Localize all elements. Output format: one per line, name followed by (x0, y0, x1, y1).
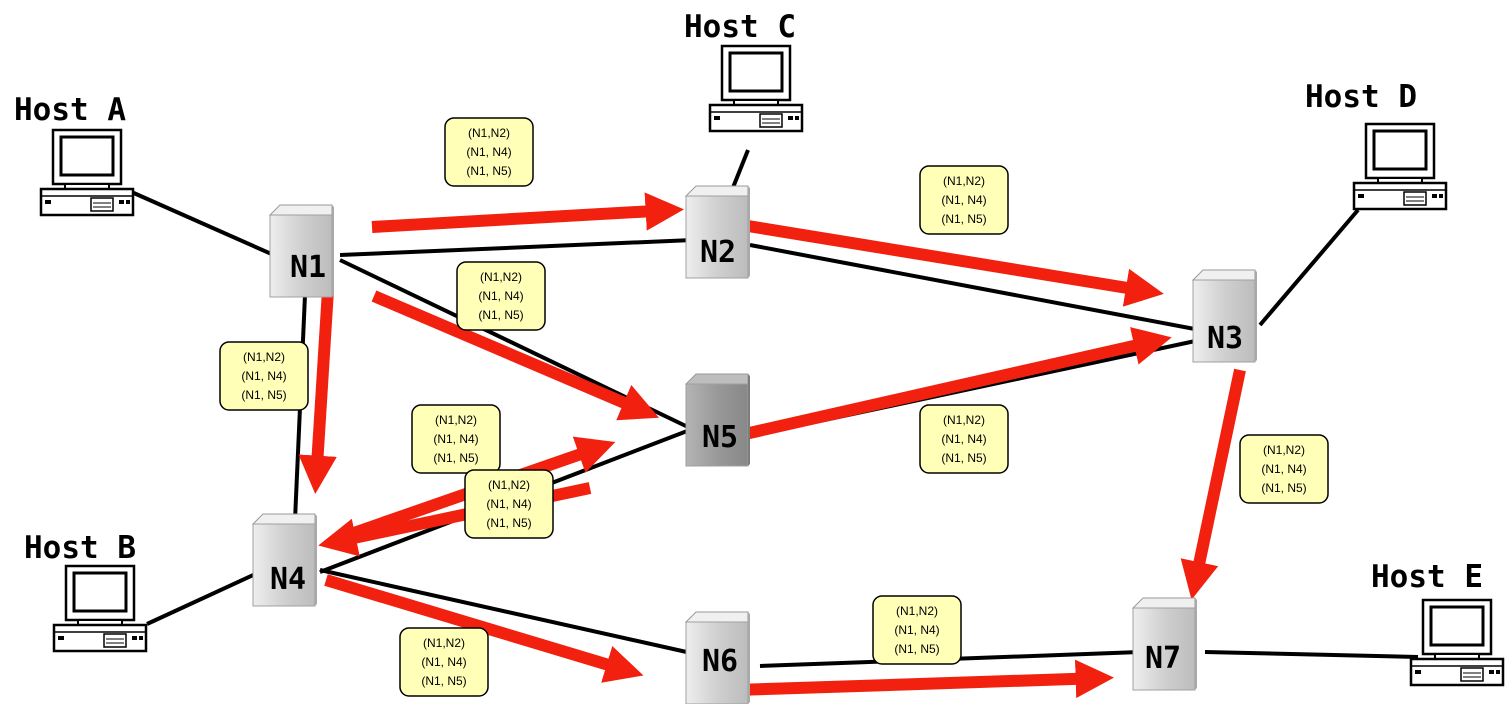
hosts: Host A Host B Host C Host D Host E (14, 9, 1505, 687)
router-label: N5 (702, 420, 738, 455)
link-n4-n6 (319, 568, 701, 657)
flow-arrow-n6-n7 (735, 659, 1114, 699)
routing-entry: (N1, N4) (941, 193, 986, 207)
router-n5: N5 (684, 373, 750, 467)
routing-entry: (N1, N4) (466, 145, 511, 159)
router-n6: N6 (684, 611, 750, 704)
desktop-computer-icon (39, 128, 135, 217)
router-n7: N7 (1131, 597, 1197, 691)
router-n1: N1 (268, 204, 334, 298)
routing-table: (N1,N2) (N1, N4) (N1, N5) (456, 261, 546, 331)
host-d: Host D (1305, 79, 1448, 211)
routing-entry: (N1, N4) (1261, 462, 1306, 476)
routing-entry: (N1, N4) (421, 655, 466, 669)
routing-entry: (N1,N2) (943, 174, 985, 188)
link-n7-hostE (1204, 650, 1419, 659)
router-label: N1 (290, 250, 326, 285)
router-n4: N4 (251, 513, 317, 607)
routing-table: (N1,N2) (N1, N4) (N1, N5) (919, 404, 1009, 474)
link-hostD-n3 (1258, 208, 1360, 327)
routing-entry: (N1, N5) (486, 516, 531, 530)
routing-entry: (N1, N4) (941, 432, 986, 446)
routing-entry: (N1, N5) (478, 308, 523, 322)
host-e: Host E (1371, 559, 1505, 687)
host-label: Host D (1305, 79, 1417, 115)
host-label: Host B (24, 530, 136, 566)
routing-entry: (N1, N5) (894, 642, 939, 656)
flow-arrow-n4-n6 (324, 574, 644, 683)
link-hostA-n1 (126, 188, 286, 262)
routing-entry: (N1, N4) (478, 289, 523, 303)
routing-entry: (N1, N4) (433, 432, 478, 446)
host-a: Host A (14, 92, 135, 217)
routing-table: (N1,N2) (N1, N4) (N1, N5) (411, 404, 501, 474)
routing-entry: (N1,N2) (243, 350, 285, 364)
router-label: N6 (702, 644, 738, 679)
routing-table: (N1,N2) (N1, N4) (N1, N5) (219, 341, 309, 411)
routing-entry: (N1, N5) (941, 212, 986, 226)
routing-entry: (N1,N2) (435, 413, 477, 427)
routing-entry: (N1,N2) (423, 636, 465, 650)
link-n1-n2 (339, 238, 694, 257)
router-label: N3 (1207, 321, 1243, 356)
flow-arrow-n3-n7 (1180, 368, 1246, 600)
routing-entry: (N1,N2) (488, 478, 530, 492)
routing-entry: (N1,N2) (943, 413, 985, 427)
flow-arrow-n2-n3 (747, 220, 1164, 307)
routing-table: (N1,N2) (N1, N4) (N1, N5) (444, 117, 534, 187)
routing-table: (N1,N2) (N1, N4) (N1, N5) (919, 165, 1009, 235)
routing-table: (N1,N2) (N1, N4) (N1, N5) (1239, 434, 1329, 504)
routing-entry: (N1, N5) (466, 164, 511, 178)
routing-entry: (N1, N5) (241, 388, 286, 402)
routing-table: (N1,N2) (N1, N4) (N1, N5) (464, 469, 554, 539)
routing-tables: (N1,N2)(N1, N4)(N1, N5)(N1,N2)(N1, N4)(N… (219, 117, 1329, 697)
router-n3: N3 (1191, 269, 1257, 363)
routing-entry: (N1, N5) (421, 674, 466, 688)
host-label: Host C (684, 9, 796, 45)
routing-entry: (N1, N5) (1261, 481, 1306, 495)
flow-arrow-n5-n3 (743, 327, 1172, 440)
routing-entry: (N1,N2) (1263, 443, 1305, 457)
host-label: Host A (14, 92, 126, 128)
flow-arrow-n1-n2 (371, 192, 684, 233)
routing-table: (N1,N2) (N1, N4) (N1, N5) (399, 627, 489, 697)
routing-entry: (N1, N4) (241, 369, 286, 383)
routing-entry: (N1,N2) (480, 270, 522, 284)
routing-entry: (N1, N4) (894, 623, 939, 637)
desktop-computer-icon (52, 564, 148, 653)
link-n2-n3 (749, 243, 1201, 332)
desktop-computer-icon (1352, 122, 1448, 211)
routing-entry: (N1,N2) (896, 604, 938, 618)
flow-arrow-n1-n5 (371, 290, 660, 421)
host-b: Host B (24, 530, 148, 653)
flow-arrow-n1-n4 (298, 289, 337, 494)
routing-entry: (N1,N2) (468, 126, 510, 140)
routing-entry: (N1, N5) (433, 451, 478, 465)
routing-entry: (N1, N4) (486, 497, 531, 511)
routing-entry: (N1, N5) (941, 451, 986, 465)
desktop-computer-icon (708, 44, 804, 133)
router-label: N2 (700, 235, 736, 270)
host-c: Host C (684, 9, 804, 133)
desktop-computer-icon (1409, 598, 1505, 687)
router-label: N7 (1145, 641, 1181, 676)
routing-table: (N1,N2) (N1, N4) (N1, N5) (872, 595, 962, 665)
host-label: Host E (1371, 559, 1483, 595)
router-n2: N2 (684, 185, 750, 279)
router-label: N4 (270, 562, 306, 597)
